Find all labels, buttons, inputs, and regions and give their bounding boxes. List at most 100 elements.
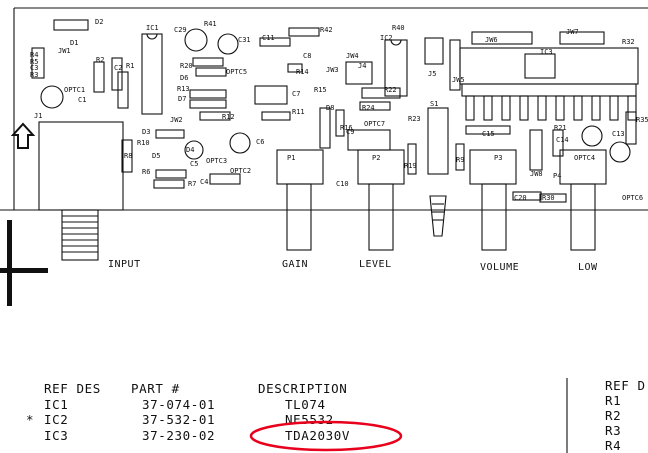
label-optc7: OPTC7: [364, 120, 385, 128]
label-r23: R23: [408, 115, 421, 123]
label-jw8: JW8: [530, 170, 543, 178]
label-d6: D6: [180, 74, 188, 82]
row-ref: IC1: [44, 397, 68, 412]
pot-gain: [276, 149, 324, 251]
label-r4: R4: [30, 51, 38, 59]
label-r6: R6: [142, 168, 150, 176]
label-gain: GAIN: [282, 259, 308, 270]
header-ref-des: REF DES: [44, 381, 101, 396]
label-jw3: JW3: [326, 66, 339, 74]
label-jw1: JW1: [58, 47, 71, 55]
label-r9: R9: [456, 156, 464, 164]
label-ic1: IC1: [146, 24, 159, 32]
pot-low: [559, 149, 607, 251]
switch-shaft: [429, 195, 447, 237]
label-c13: C13: [612, 130, 625, 138]
label-c15: C15: [482, 130, 495, 138]
label-jw4: JW4: [346, 52, 359, 60]
label-d8: D8: [326, 104, 334, 112]
label-r8: R8: [124, 152, 132, 160]
label-r2: R2: [96, 56, 104, 64]
label-d5: D5: [152, 152, 160, 160]
label-optc3: OPTC3: [206, 157, 227, 165]
label-c5: C5: [190, 160, 198, 168]
label-r11: R11: [292, 108, 305, 116]
label-r16: R16: [340, 124, 353, 132]
second-table-header: REF D: [605, 378, 646, 393]
row-part: 37-230-02: [142, 428, 215, 443]
label-r12: R12: [222, 113, 235, 121]
label-optc4: OPTC4: [574, 154, 595, 162]
label-r30: R30: [542, 194, 555, 202]
small-parts: [31, 19, 637, 203]
label-r10: R10: [137, 139, 150, 147]
capacitor-c21: [581, 125, 603, 147]
label-r15: R15: [314, 86, 327, 94]
row-part: 37-532-01: [142, 412, 215, 427]
label-p2: P2: [372, 154, 380, 162]
label-c2: C2: [114, 64, 122, 72]
label-c7: C7: [292, 90, 300, 98]
capacitor-c6: [229, 132, 251, 154]
label-r13: R13: [177, 85, 190, 93]
label-optc5: OPTC5: [226, 68, 247, 76]
capacitor-optc3: [184, 140, 204, 160]
row-ref: IC3: [44, 428, 68, 443]
second-table: REF D R1 R2 R3 R4: [566, 378, 646, 453]
label-ic3: IC3: [540, 48, 553, 56]
capacitor-c29: [184, 28, 208, 52]
row-part: 37-074-01: [142, 397, 215, 412]
component-labels: D2 D1 R4 R5 JW1 C3 R3 R2 C2 R1 OPTC1 C1 …: [30, 18, 648, 202]
label-p4: P4: [553, 172, 561, 180]
label-c3: C3: [30, 64, 38, 72]
label-d2: D2: [95, 18, 103, 26]
crop-mark: [0, 220, 48, 306]
label-r14: R14: [296, 68, 309, 76]
label-c10: C10: [336, 180, 349, 188]
header-part: PART #: [131, 381, 180, 396]
label-c8: C8: [303, 52, 311, 60]
label-r41: R41: [204, 20, 217, 28]
label-c31: C31: [238, 36, 251, 44]
label-r24: R24: [362, 104, 375, 112]
label-c29: C29: [174, 26, 187, 34]
label-jw6: JW6: [485, 36, 498, 44]
row-desc: NE5532: [285, 412, 334, 427]
label-optc6: OPTC6: [622, 194, 643, 202]
ic1-chip: [141, 33, 163, 115]
label-low: LOW: [578, 262, 598, 273]
header-description: DESCRIPTION: [258, 381, 347, 396]
pot-level: [357, 149, 405, 251]
label-r35: R35: [636, 116, 648, 124]
label-d4: D4: [186, 146, 194, 154]
board-outline: [0, 7, 648, 211]
second-table-row: R3: [605, 423, 621, 438]
input-jack: [38, 121, 124, 261]
label-c4: C4: [200, 178, 208, 186]
label-j1: J1: [34, 112, 42, 120]
capacitor-c13: [609, 141, 631, 163]
label-volume: VOLUME: [480, 262, 519, 273]
label-ic2: IC2: [380, 34, 393, 42]
label-c20: C20: [514, 194, 527, 202]
label-r40: R40: [392, 24, 405, 32]
label-r7: R7: [188, 180, 196, 188]
label-r19: R19: [404, 162, 417, 170]
highlight-circle: [249, 420, 403, 452]
label-r42: R42: [320, 26, 333, 34]
label-c11: C11: [262, 34, 275, 42]
row-desc: TDA2030V: [285, 428, 350, 443]
label-r32: R32: [622, 38, 635, 46]
pot-volume: [469, 149, 517, 251]
control-labels: INPUT GAIN LEVEL VOLUME LOW: [108, 259, 598, 273]
ic2-chip: [384, 39, 408, 97]
label-p3: P3: [494, 154, 502, 162]
label-jw2: JW2: [170, 116, 183, 124]
row-ref: IC2: [44, 412, 68, 427]
ic3-heatsink: [459, 47, 639, 121]
label-r1: R1: [126, 62, 134, 70]
label-s1: S1: [430, 100, 438, 108]
label-p1: P1: [287, 154, 295, 162]
arrow-up-icon: [10, 122, 36, 149]
